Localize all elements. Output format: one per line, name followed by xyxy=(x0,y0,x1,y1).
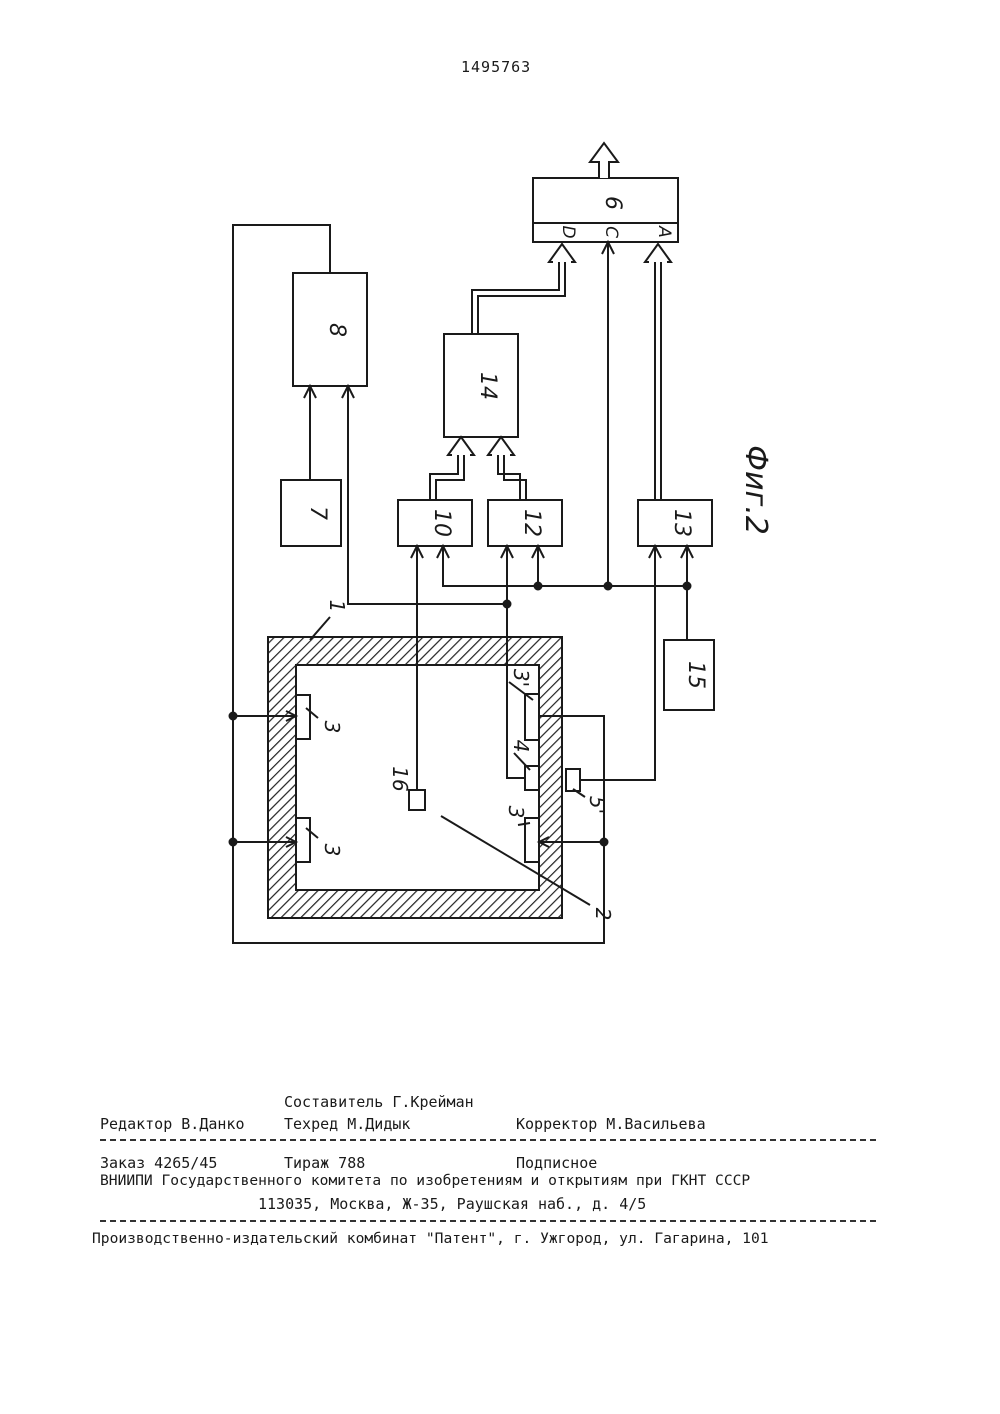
imprint-order: Заказ 4265/45 xyxy=(100,1154,217,1172)
label-block-14: 14 xyxy=(475,372,500,400)
imprint-editor: Редактор В.Данко xyxy=(100,1115,245,1133)
label-3-right: 3 xyxy=(504,806,528,819)
imprint-compiler: Составитель Г.Крейман xyxy=(284,1093,474,1111)
heater-3-left-bottom xyxy=(296,818,310,862)
label-block-10: 10 xyxy=(429,509,454,537)
label-2: 2 xyxy=(591,908,615,921)
figure-caption: Фиг.2 xyxy=(738,445,773,535)
divider-bottom xyxy=(100,1220,876,1222)
imprint-printer: Производственно-издательский комбинат "П… xyxy=(92,1230,769,1247)
input-c: C xyxy=(601,226,621,238)
label-5: 5' xyxy=(585,796,609,814)
imprint-print-run: Тираж 788 xyxy=(284,1154,365,1172)
label-block-13: 13 xyxy=(669,509,694,537)
label-block-6: 6 xyxy=(600,196,625,210)
label-block-8: 8 xyxy=(324,323,349,337)
imprint-institute: ВНИИПИ Государственного комитета по изоб… xyxy=(100,1172,750,1189)
label-3-upper-left: 3 xyxy=(320,721,344,734)
sensor-16 xyxy=(409,790,425,810)
label-16: 16 xyxy=(388,766,412,791)
divider-top xyxy=(100,1139,876,1141)
imprint-techred: Техред М.Дидык xyxy=(284,1115,410,1133)
block-diagram: 6 8 14 7 10 12 13 15 D C A 1 3 3 3' 4 3 … xyxy=(0,0,1000,1000)
heater-3-left-top xyxy=(296,695,310,739)
label-4: 4 xyxy=(509,740,533,753)
label-block-7: 7 xyxy=(305,506,330,520)
input-a: A xyxy=(654,225,674,238)
label-1: 1 xyxy=(325,600,349,613)
heater-3-right xyxy=(525,818,539,862)
label-block-15: 15 xyxy=(683,661,708,689)
imprint-address: 113035, Москва, Ж-35, Раушская наб., д. … xyxy=(258,1195,646,1213)
input-d: D xyxy=(558,225,578,238)
label-3-lower-left: 3 xyxy=(320,844,344,857)
imprint-corrector: Корректор М.Васильева xyxy=(516,1115,706,1133)
heater-3prime-right xyxy=(525,694,539,740)
imprint-subscription: Подписное xyxy=(516,1154,597,1172)
label-block-12: 12 xyxy=(519,509,544,537)
label-3prime: 3' xyxy=(509,669,533,687)
sensor-4 xyxy=(525,766,539,790)
sensor-5 xyxy=(566,769,580,791)
